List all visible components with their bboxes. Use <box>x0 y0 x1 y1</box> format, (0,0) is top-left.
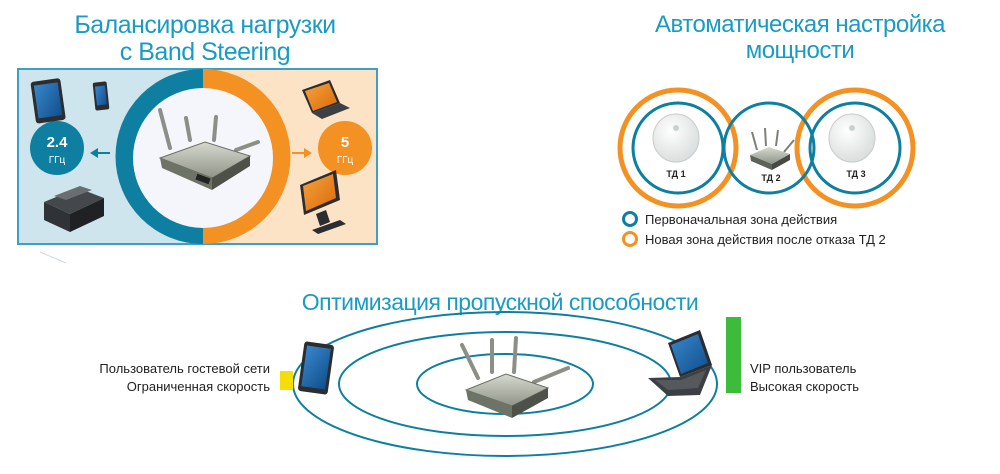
vip-user-line1: VIP пользователь <box>750 361 857 376</box>
vip-laptop-icon <box>648 330 712 396</box>
ap3-initial-zone <box>808 101 902 195</box>
phone-icon <box>92 81 110 111</box>
badge-5ghz-value: 5 <box>341 134 349 151</box>
arrow-right-icon <box>292 148 312 158</box>
power-title: Автоматическая настройка мощности <box>610 12 990 64</box>
access-point-icon-bottom <box>460 336 570 418</box>
ap1-icon <box>652 113 700 163</box>
ap1-new-zone <box>617 87 739 209</box>
badge-24ghz-value: 2.4 <box>47 134 69 151</box>
band-steering-panel: 2.4 ГГц 5 ГГц <box>17 68 378 264</box>
power-title-line2: мощности <box>745 36 855 64</box>
ap3-new-zone <box>794 87 916 209</box>
legend-initial-zone-label: Первоначальная зона действия <box>645 211 838 227</box>
panel-border <box>17 68 378 245</box>
badge-5ghz <box>318 121 372 175</box>
badge-24ghz-unit: ГГц <box>49 155 66 166</box>
blue-ring-icon <box>622 211 638 227</box>
band-steering-title: Балансировка нагрузки c Band Steering <box>20 12 390 66</box>
ap2-initial-zone <box>722 101 816 195</box>
throughput-title: Оптимизация пропускной способности <box>301 289 699 315</box>
throughput-diagram <box>280 311 741 457</box>
guest-speed-bar <box>280 371 293 390</box>
ap2-label: ТД 2 <box>761 173 780 183</box>
band-steering-title-line1: Балансировка нагрузки <box>74 11 336 39</box>
badge-5ghz-unit: ГГц <box>337 155 354 166</box>
tablet-icon <box>30 78 66 124</box>
vip-speed-bar <box>726 317 741 393</box>
laptop-icon <box>302 80 350 119</box>
ap3-label: ТД 3 <box>846 169 865 179</box>
ap1-label: ТД 1 <box>666 169 685 179</box>
legend-new-zone-label: Новая зона действия после отказа ТД 2 <box>645 231 886 247</box>
power-diagram: ТД 1 ТД 2 ТД 3 <box>617 87 916 209</box>
ap2-icon <box>750 127 795 170</box>
printer-icon <box>44 186 104 232</box>
vip-user-label: VIP пользователь Высокая скорость <box>750 360 950 395</box>
guest-user-line1: Пользователь гостевой сети <box>99 361 270 376</box>
band-steering-title-line2: c Band Steering <box>119 38 291 66</box>
access-point-icon <box>158 108 260 190</box>
badge-24ghz <box>30 121 84 175</box>
ap3-icon <box>828 113 876 163</box>
legend-item-new-zone: Новая зона действия после отказа ТД 2 <box>622 229 886 249</box>
legend-item-initial-zone: Первоначальная зона действия <box>622 209 886 229</box>
guest-user-label: Пользователь гостевой сети Ограниченная … <box>60 360 270 395</box>
power-title-line1: Автоматическая настройка <box>655 11 945 38</box>
vip-user-line2: Высокая скорость <box>750 378 859 394</box>
guest-user-line2: Ограниченная скорость <box>126 378 270 394</box>
power-legend: Первоначальная зона действия Новая зона … <box>622 209 886 249</box>
decorative-line <box>39 251 67 264</box>
desktop-monitor-icon <box>300 170 346 234</box>
arrow-left-icon <box>90 148 110 158</box>
orange-ring-icon <box>622 231 638 247</box>
guest-tablet-icon <box>298 341 334 395</box>
